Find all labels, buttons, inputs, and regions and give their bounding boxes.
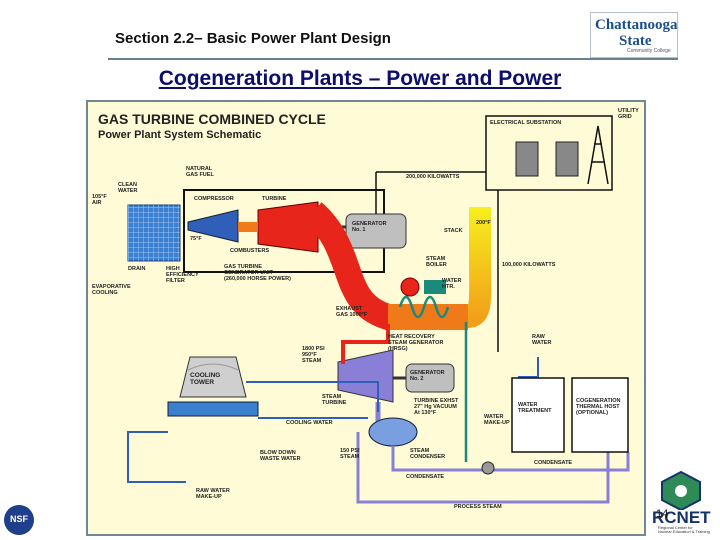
page-number: 14 [656, 508, 669, 520]
section-title: Section 2.2– Basic Power Plant Design [115, 30, 391, 47]
steam-boiler [400, 277, 420, 297]
label-cooling-tower: COOLING TOWER [190, 372, 221, 386]
logo-line-3: Community College [627, 48, 671, 54]
label-generator-1: GENERATOR No. 1 [352, 221, 387, 233]
label-turbine: TURBINE [262, 196, 287, 202]
schematic-drawing [127, 115, 630, 504]
gas-turbine [257, 201, 319, 253]
label-electrical-substation: ELECTRICAL SUBSTATION [490, 120, 562, 126]
label-1800psi-steam: 1800 PSI 950°F STEAM [302, 346, 325, 364]
raw-water-line [518, 357, 539, 378]
condensate-pump [481, 461, 495, 475]
rcnet-text: RCNET [652, 508, 711, 527]
label-blow-down: BLOW DOWN WASTE WATER [260, 450, 301, 462]
label-clean-water: CLEAN WATER [118, 182, 138, 194]
cooling-water-supply [246, 381, 379, 412]
nsf-logo-text: NSF [10, 514, 28, 524]
label-cogen-host: COGENERATION THERMAL HOST (OPTIONAL) [576, 398, 621, 416]
label-cooling-water: COOLING WATER [286, 420, 333, 426]
transmission-tower [587, 125, 609, 185]
transformer-1 [515, 141, 539, 177]
process-steam-line [356, 432, 610, 504]
label-condensate-left: CONDENSATE [406, 474, 445, 480]
label-combusters: COMBUSTERS [230, 248, 270, 254]
condensate-return [480, 452, 630, 472]
hrsg-coils [398, 295, 450, 319]
label-turbine-exhaust: TURBINE EXHST 27" Hg VACUUM At 130°F [414, 398, 459, 416]
nsf-logo: NSF [4, 505, 34, 535]
rcnet-subtitle: Regional Center for Nuclear Education & … [658, 525, 710, 534]
diagram-title: GAS TURBINE COMBINED CYCLE [98, 111, 326, 127]
water-heater [424, 280, 446, 294]
combusters [238, 222, 258, 232]
label-water-heater: WATER HTR. [442, 278, 462, 290]
label-gt-unit: GAS TURBINE GENERATOR UNIT (260,000 HORS… [224, 264, 291, 282]
label-air: 105°F AIR [92, 194, 107, 206]
hp-steam-line [341, 324, 390, 364]
label-100000-kw: 100,000 KILOWATTS [502, 262, 556, 268]
logo-line-2: State [619, 33, 652, 49]
label-stack: STACK [444, 228, 463, 234]
label-utility-grid: UTILITY GRID [618, 108, 639, 120]
logo-line-1: Chattanooga [595, 17, 678, 33]
label-raw-water: RAW WATER [532, 334, 552, 346]
rcnet-emblem [661, 470, 701, 512]
label-150psi-steam: 150 PSI STEAM [340, 448, 360, 460]
slide-title: Cogeneration Plants – Power and Power [158, 67, 562, 90]
label-generator-2: GENERATOR No. 2 [410, 370, 445, 382]
label-raw-water-makeup: RAW WATER MAKE-UP [196, 488, 230, 500]
label-stack-temp: 200°F [476, 220, 491, 226]
cogen-host-box [571, 377, 629, 453]
stack [466, 207, 492, 328]
label-water-treatment: WATER TREATMENT [518, 402, 552, 414]
label-filter: HIGH EFFICIENCY FILTER [166, 266, 199, 284]
label-steam-boiler: STEAM BOILER [426, 256, 447, 268]
label-condensate-right: CONDENSATE [534, 460, 573, 466]
tower-rim [187, 363, 239, 371]
water-treatment-box [511, 377, 565, 453]
label-drain: DRAIN [128, 266, 146, 272]
combined-cycle-diagram: GAS TURBINE COMBINED CYCLE Power Plant S… [86, 100, 646, 536]
condensate-line [391, 446, 480, 472]
compressor [187, 209, 239, 243]
diagram-subtitle: Power Plant System Schematic [98, 129, 262, 141]
steam-condenser [368, 417, 418, 447]
label-evaporative-cooling: EVAPORATIVE COOLING [92, 284, 131, 296]
label-water-makeup: WATER MAKE-UP [484, 414, 510, 426]
label-compressor: COMPRESSOR [194, 196, 234, 202]
label-steam-turbine: STEAM TURBINE [322, 394, 347, 406]
label-exhaust-gas: EXHAUST GAS 1000°F [336, 306, 368, 318]
transformer-2 [555, 141, 579, 177]
label-75f: 75°F [190, 236, 202, 242]
title-divider [108, 58, 678, 60]
label-hrsg: HEAT RECOVERY STEAM GENERATOR (HRSG) [388, 334, 444, 352]
raw-makeup-line [127, 431, 186, 483]
college-logo: Chattanooga State Community College [590, 12, 678, 58]
label-200000-kw: 200,000 KILOWATTS [406, 174, 460, 180]
substation-box [485, 115, 613, 191]
label-steam-condenser: STEAM CONDENSER [410, 448, 446, 460]
label-natural-gas: NATURAL GAS FUEL [186, 166, 214, 178]
exhaust-duct [303, 202, 468, 330]
tower-basin [167, 401, 259, 417]
steam-turbine [337, 349, 394, 403]
rcnet-logo: RCNET Regional Center for Nuclear Educat… [648, 470, 714, 536]
filter-grid [128, 205, 180, 261]
label-process-steam: PROCESS STEAM [454, 504, 502, 510]
